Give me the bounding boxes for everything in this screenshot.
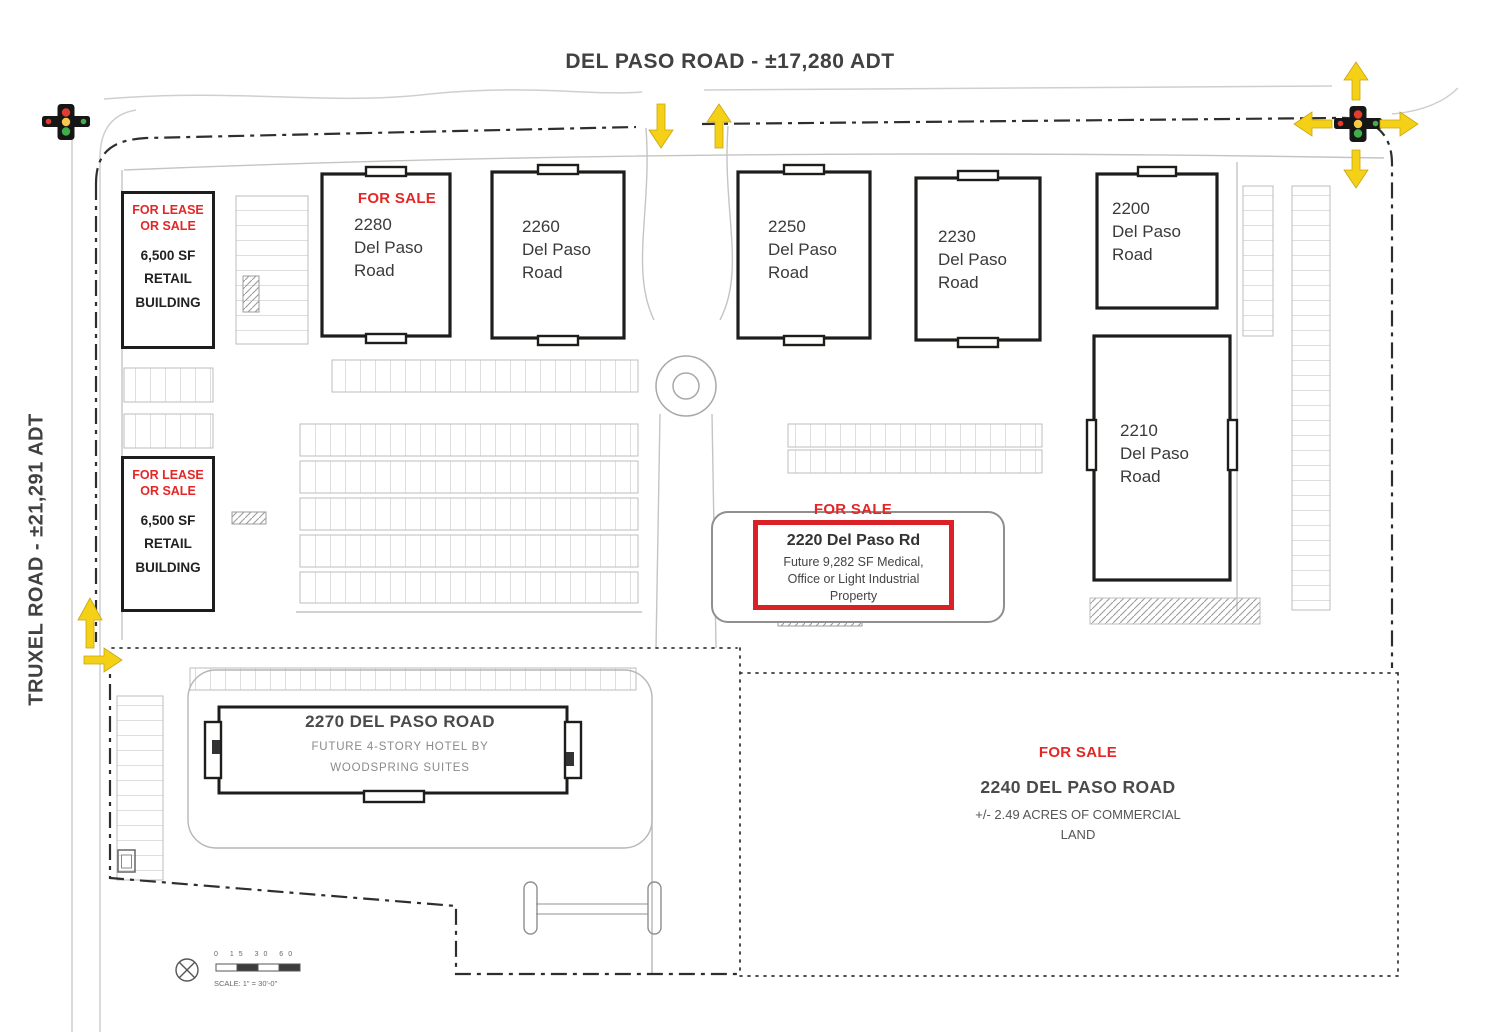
hotel-label-block: 2270 DEL PASO ROAD FUTURE 4-STORY HOTEL … <box>242 712 558 774</box>
building-2200-outline <box>1095 165 1219 310</box>
arrow-down-icon <box>1343 149 1369 189</box>
building-label-2210: 2210 Del Paso Road <box>1120 421 1189 486</box>
building-2210-outline <box>1085 334 1239 582</box>
land-label-block: FOR SALE 2240 DEL PASO ROAD +/- 2.49 ACR… <box>928 744 1228 844</box>
retail-building-south: FOR LEASE OR SALE 6,500 SF RETAIL BUILDI… <box>121 456 215 612</box>
monument-sign <box>117 849 136 873</box>
scale-bar <box>215 963 301 972</box>
building-2230-outline <box>914 169 1042 349</box>
hotel-subtitle-1: FUTURE 4-STORY HOTEL BY <box>311 741 489 753</box>
hotel-parcel-linework <box>187 669 662 975</box>
parcel-label-2240: 2240 DEL PASO ROAD <box>980 777 1176 797</box>
traffic-light-icon-right <box>1334 106 1382 142</box>
arrow-up-icon <box>706 103 732 149</box>
parking-rows <box>116 185 1331 881</box>
for-sale-tag-2280: FOR SALE <box>357 190 437 207</box>
truxel-road-label: TRUXEL ROAD - ±21,291 ADT <box>25 413 48 706</box>
building-label-2250: 2250 Del Paso Road <box>768 217 837 282</box>
building-desc-2220: Future 9,282 SF Medical, Office or Light… <box>783 555 924 603</box>
for-sale-tag-2240: FOR SALE <box>1038 744 1118 761</box>
building-label-2270: 2270 DEL PASO ROAD <box>305 712 495 731</box>
building-2270-hotel-outline <box>203 705 583 804</box>
retail-building-label: 6,500 SF RETAIL BUILDING <box>135 247 201 310</box>
north-compass-icon <box>175 958 199 982</box>
arrow-up-icon <box>1343 61 1369 101</box>
building-2250-outline <box>736 163 872 347</box>
roundabout <box>655 355 717 417</box>
turn-arrow-icons <box>77 61 1419 673</box>
for-lease-tag: FOR LEASE OR SALE <box>132 468 204 499</box>
retail-building-north: FOR LEASE OR SALE 6,500 SF RETAIL BUILDI… <box>121 191 215 349</box>
building-label-2230: 2230 Del Paso Road <box>938 227 1007 292</box>
building-label-2220: 2220 Del Paso Rd <box>786 532 921 549</box>
hotel-subtitle-2: WOODSPRING SUITES <box>330 762 470 774</box>
for-lease-tag: FOR LEASE OR SALE <box>132 203 204 234</box>
arrow-right-icon <box>1379 111 1419 137</box>
scale-tick-labels: 0 15 30 60 <box>214 951 298 958</box>
building-label-2200: 2200 Del Paso Road <box>1112 199 1181 264</box>
parcel-dotted-lines <box>111 647 1399 977</box>
arrow-left-icon <box>1293 111 1333 137</box>
property-2220-box: 2220 Del Paso Rd Future 9,282 SF Medical… <box>753 520 954 610</box>
building-label-2280: 2280 Del Paso Road <box>354 215 423 280</box>
parcel-desc-2240: +/- 2.49 ACRES OF COMMERCIAL LAND <box>975 807 1181 842</box>
building-2280-outline <box>320 165 452 345</box>
building-2260-outline <box>490 163 626 347</box>
arrow-up-icon <box>77 597 103 649</box>
retail-building-label: 6,500 SF RETAIL BUILDING <box>135 512 201 575</box>
arrow-down-icon <box>648 103 674 149</box>
traffic-light-icon-left <box>42 104 90 140</box>
scale-label: SCALE: 1" = 30'-0" <box>214 979 278 988</box>
del-paso-road-label: DEL PASO ROAD - ±17,280 ADT <box>565 50 895 73</box>
arrow-right-icon <box>83 647 123 673</box>
building-label-2260: 2260 Del Paso Road <box>522 217 591 282</box>
for-sale-tag-2220: FOR SALE <box>813 501 893 518</box>
